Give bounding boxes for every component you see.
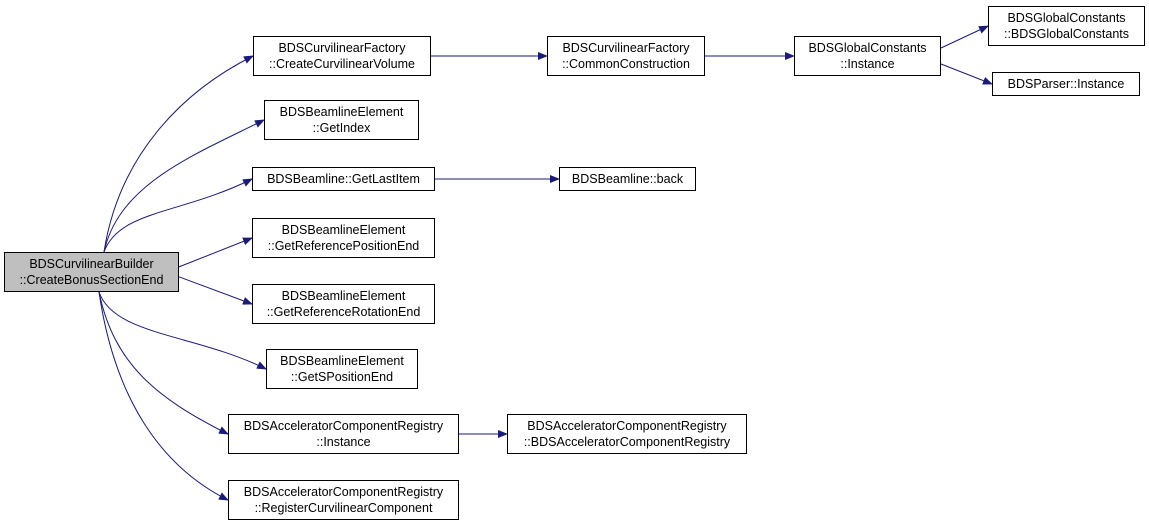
node-label: ::BDSAcceleratorComponentRegistry xyxy=(523,435,731,449)
node-label: BDSBeamline::GetLastItem xyxy=(267,172,420,186)
node-label: BDSBeamlineElement xyxy=(281,289,406,303)
node-label: BDSAcceleratorComponentRegistry xyxy=(527,419,727,433)
node-get-s-position-end[interactable]: BDSBeamlineElement ::GetSPositionEnd xyxy=(266,349,418,389)
node-root[interactable]: BDSCurvilinearBuilder ::CreateBonusSecti… xyxy=(4,252,179,292)
node-label: ::BDSGlobalConstants xyxy=(1003,27,1130,41)
node-label: BDSBeamlineElement xyxy=(279,105,404,119)
edge-root-to-get_last_item xyxy=(103,178,253,253)
node-label: ::GetReferencePositionEnd xyxy=(267,239,420,253)
node-label: ::CreateBonusSectionEnd xyxy=(19,273,164,287)
edge-global_constants_instance-to-parser_instance xyxy=(940,63,993,85)
node-label: ::RegisterCurvilinearComponent xyxy=(254,501,433,515)
node-label: BDSCurvilinearFactory xyxy=(278,41,406,55)
edge-root-to-register_curvilinear_component xyxy=(98,291,229,501)
node-label: BDSBeamlineElement xyxy=(281,223,406,237)
node-get-reference-position-end[interactable]: BDSBeamlineElement ::GetReferencePositio… xyxy=(252,218,435,258)
edge-root-to-get_reference_rotation_end xyxy=(178,276,253,305)
node-register-curvilinear-component[interactable]: BDSAcceleratorComponentRegistry ::Regist… xyxy=(228,480,459,520)
node-beamline-back[interactable]: BDSBeamline::back xyxy=(559,167,696,191)
node-label: ::GetSPositionEnd xyxy=(290,370,394,384)
node-common-construction[interactable]: BDSCurvilinearFactory ::CommonConstructi… xyxy=(547,36,705,76)
node-label: BDSGlobalConstants xyxy=(808,41,927,55)
node-label: ::CreateCurvilinearVolume xyxy=(269,57,415,71)
node-label: BDSGlobalConstants xyxy=(1007,11,1126,25)
node-label: ::Instance xyxy=(840,57,895,71)
node-label: BDSBeamline::back xyxy=(571,172,684,186)
node-label: BDSBeamlineElement xyxy=(280,354,404,368)
node-global-constants-ctor[interactable]: BDSGlobalConstants ::BDSGlobalConstants xyxy=(988,6,1145,46)
node-label: BDSCurvilinearBuilder xyxy=(29,257,154,271)
edge-root-to-create_curvilinear_volume xyxy=(103,55,254,253)
edge-root-to-get_s_position_end xyxy=(98,291,267,370)
node-global-constants-instance[interactable]: BDSGlobalConstants ::Instance xyxy=(794,36,941,76)
edge-root-to-get_reference_position_end xyxy=(178,237,253,268)
node-get-reference-rotation-end[interactable]: BDSBeamlineElement ::GetReferenceRotatio… xyxy=(252,284,435,324)
node-parser-instance[interactable]: BDSParser::Instance xyxy=(992,72,1140,96)
node-get-index[interactable]: BDSBeamlineElement ::GetIndex xyxy=(264,100,419,140)
node-registry-ctor[interactable]: BDSAcceleratorComponentRegistry ::BDSAcc… xyxy=(507,414,747,454)
node-label: ::GetIndex xyxy=(312,121,371,135)
node-label: BDSAcceleratorComponentRegistry xyxy=(243,485,444,499)
node-label: BDSParser::Instance xyxy=(1007,77,1125,91)
node-label: BDSAcceleratorComponentRegistry xyxy=(243,419,444,433)
node-get-last-item[interactable]: BDSBeamline::GetLastItem xyxy=(252,167,435,191)
node-label: ::CommonConstruction xyxy=(562,57,690,71)
node-label: BDSCurvilinearFactory xyxy=(562,41,690,55)
node-create-curvilinear-volume[interactable]: BDSCurvilinearFactory ::CreateCurvilinea… xyxy=(253,36,431,76)
node-label: ::Instance xyxy=(316,435,371,449)
edge-root-to-registry_instance xyxy=(98,291,229,435)
node-registry-instance[interactable]: BDSAcceleratorComponentRegistry ::Instan… xyxy=(228,414,459,454)
edge-root-to-get_index xyxy=(103,119,265,253)
node-label: ::GetReferenceRotationEnd xyxy=(266,305,421,319)
edge-global_constants_instance-to-global_constants_ctor xyxy=(940,25,989,49)
